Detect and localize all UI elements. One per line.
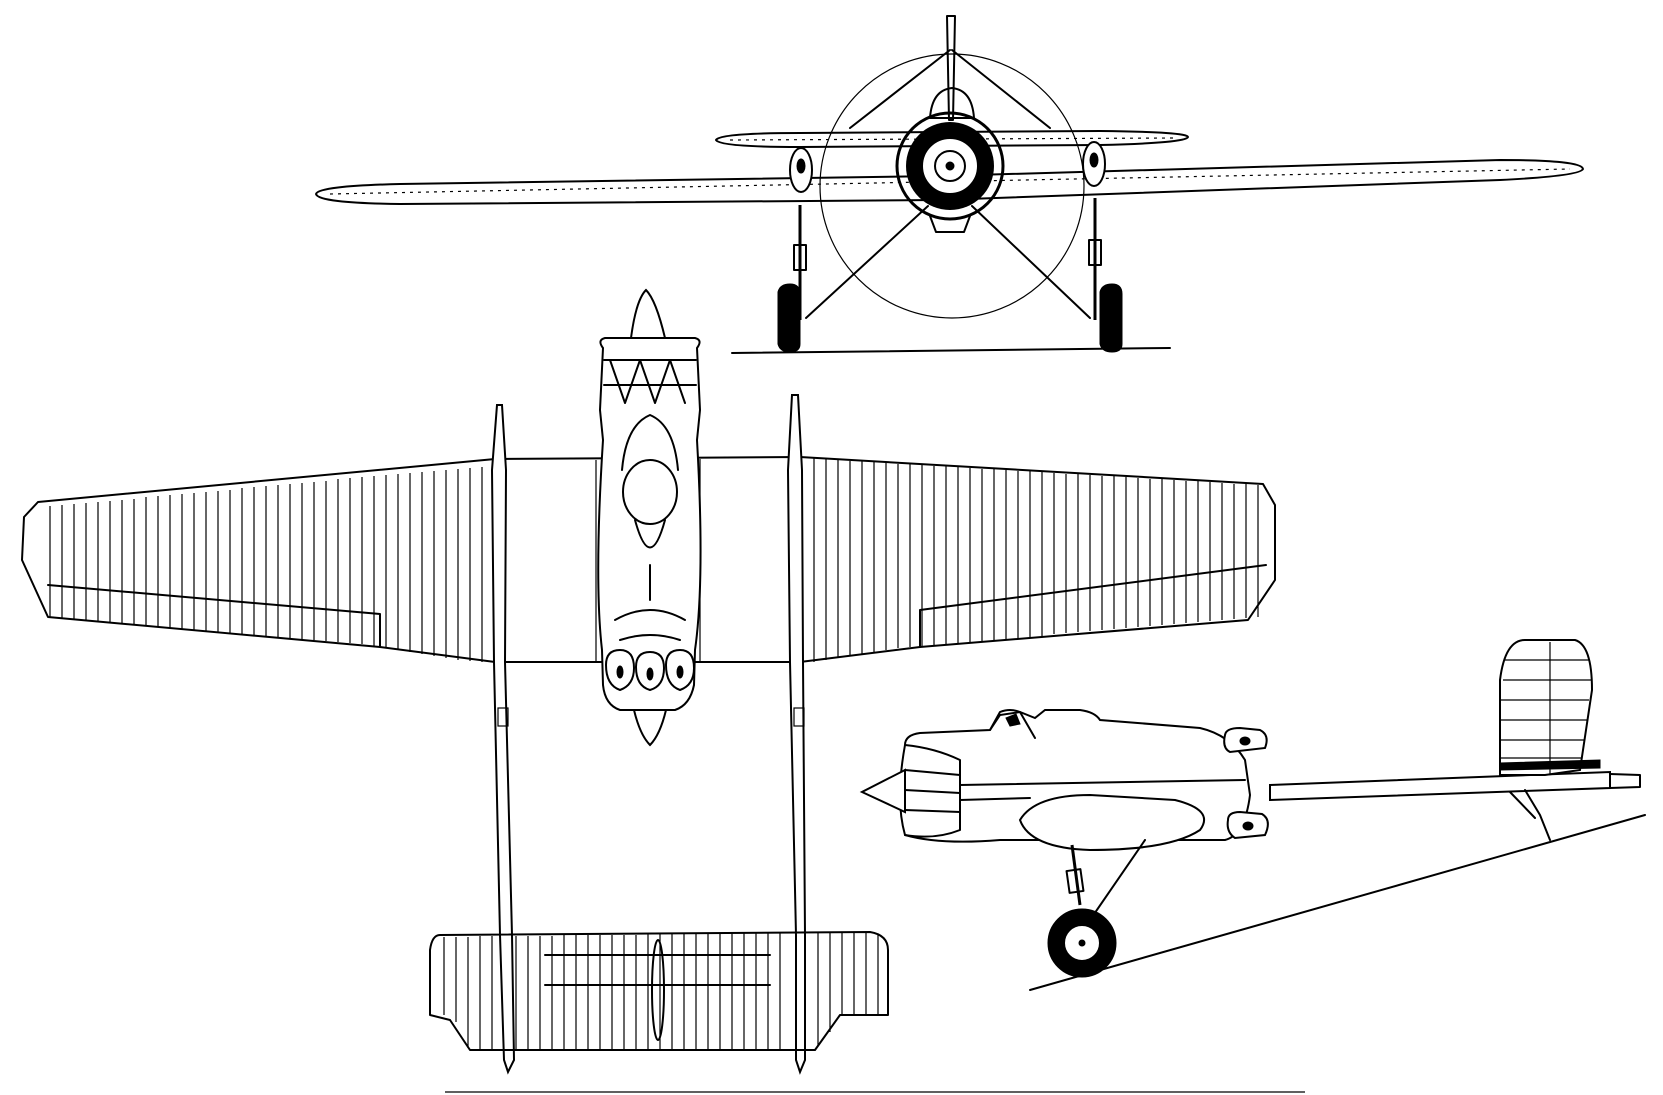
front-lower-fairing: [929, 215, 971, 233]
front-right-wheel: [1099, 283, 1123, 353]
side-tailplane: [1499, 759, 1601, 771]
top-left-boom: [490, 404, 516, 1075]
side-oleo-spring: [1065, 868, 1085, 894]
top-tailplane: [429, 931, 889, 1051]
side-tail-tip: [1609, 773, 1641, 789]
top-left-aileron-line: [47, 584, 381, 648]
side-rear-cyl-dot-2: [1242, 821, 1254, 831]
front-left-pod-inner: [796, 158, 806, 174]
front-left-oleo-spring: [793, 244, 807, 271]
front-tail-fin: [946, 15, 956, 121]
front-main-wing: [315, 159, 1584, 205]
top-left-boom-joint: [497, 707, 509, 727]
side-rear-cyl-dot-1: [1239, 736, 1251, 746]
side-view: [859, 639, 1646, 991]
side-fin-ribs: [1501, 642, 1591, 775]
top-rear-engine-cylinders: [605, 649, 695, 691]
front-pylon-strut-left: [849, 49, 951, 129]
top-tailplane-ribs: [443, 933, 879, 1050]
top-elevator-hinge: [544, 954, 771, 986]
top-cockpit: [622, 459, 678, 525]
front-propeller-disc: [819, 53, 1085, 319]
front-right-brace: [971, 205, 1091, 319]
top-propeller-spinner-rear: [632, 709, 668, 747]
side-fuselage-belt: [959, 779, 1246, 801]
top-rear-cyl-dot-2: [646, 667, 654, 681]
top-main-wing: [21, 456, 1276, 663]
side-propeller-spinner: [859, 768, 906, 814]
top-view: [21, 288, 1305, 1093]
front-upper-wing: [715, 130, 1189, 148]
side-cowl-bands: [904, 769, 961, 813]
side-ground-line: [1029, 814, 1646, 991]
top-rudder-post: [651, 939, 665, 1041]
top-fuselage-spine: [634, 519, 666, 601]
front-left-wheel: [777, 283, 801, 353]
front-upper-wing-ribs: [729, 137, 1176, 141]
side-canopy-glass: [1005, 713, 1021, 727]
top-right-boom: [786, 394, 806, 1075]
front-spinner: [934, 150, 966, 182]
top-canopy-frame: [621, 414, 679, 471]
front-view: [315, 15, 1584, 354]
side-wheel-axle: [1078, 939, 1086, 947]
front-spinner-hub: [945, 161, 955, 171]
top-right-boom-joint: [793, 707, 805, 727]
top-wing-ribs-right: [813, 458, 1259, 662]
side-brace: [1089, 839, 1146, 921]
front-canopy: [929, 87, 975, 119]
top-wing-ribs-left: [49, 459, 701, 662]
top-propeller-spinner-front: [629, 288, 667, 339]
front-engine-cowling: [895, 111, 1005, 221]
side-main-leg: [1070, 844, 1082, 906]
side-canopy: [989, 709, 1036, 739]
side-tail-boom: [1269, 770, 1611, 802]
top-right-aileron-line: [919, 564, 1267, 648]
front-right-oleo-spring: [1088, 239, 1102, 266]
top-engine-cylinders: [603, 359, 697, 404]
top-rear-cyl-dot-1: [616, 665, 624, 679]
side-engine-cowl: [904, 744, 961, 838]
front-right-pod-inner: [1089, 152, 1099, 168]
front-pylon-strut-right: [951, 49, 1051, 129]
side-wing-root: [1018, 793, 1206, 852]
top-rear-cowl: [614, 609, 686, 641]
front-main-wing-ribs: [329, 168, 1571, 195]
top-rear-cyl-dot-3: [676, 665, 684, 679]
front-left-brace: [805, 205, 929, 319]
side-tail-skid: [1509, 789, 1551, 841]
side-fin: [1499, 639, 1594, 776]
front-ground-line: [731, 347, 1171, 354]
